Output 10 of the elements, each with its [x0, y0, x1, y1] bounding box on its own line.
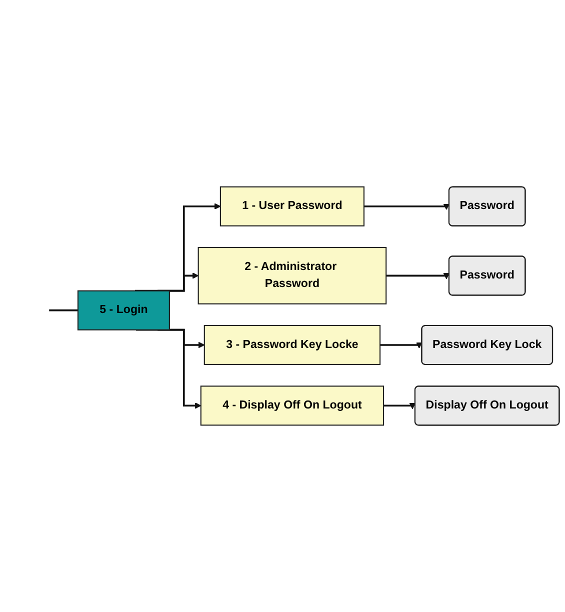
node-box: 5 - Login	[77, 290, 170, 330]
connector	[49, 309, 79, 312]
arrow	[384, 402, 416, 410]
node-box: 3 - Password Key Locke	[204, 324, 381, 366]
arrow	[380, 342, 422, 348]
arrow	[364, 204, 450, 210]
node-box: 4 - Display Off On Logout	[200, 386, 384, 426]
node-box: 1 - User Password	[220, 186, 364, 226]
arrow	[386, 272, 450, 280]
node-box: 2 - Administrator Password	[198, 246, 387, 304]
